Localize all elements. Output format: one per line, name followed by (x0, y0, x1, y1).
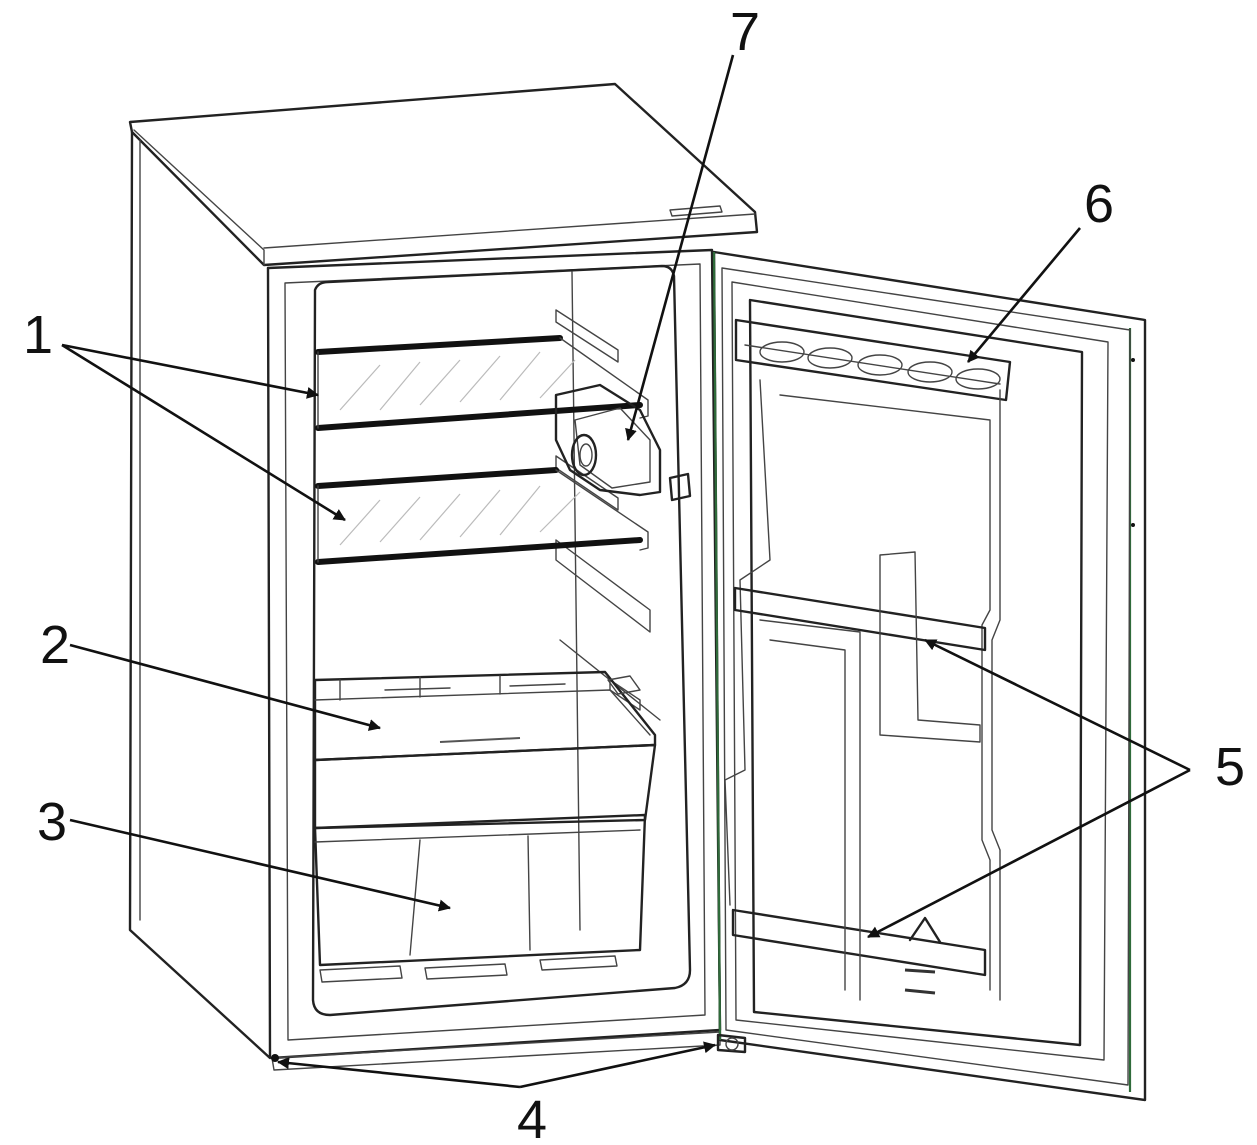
callout-arrows (61, 54, 1191, 1089)
callout-2: 2 (40, 615, 70, 675)
cabinet-front-frame (266, 248, 722, 1060)
door (712, 250, 1147, 1102)
cabinet-side (128, 130, 272, 1060)
inner-liner (311, 264, 692, 1017)
callout-5: 5 (1215, 737, 1245, 797)
shelf-rails (555, 309, 651, 711)
arrow-2-crisper-cover (69, 643, 381, 731)
crisper-cover (313, 670, 657, 762)
door-bar-upper (733, 586, 987, 652)
callout-3: 3 (37, 792, 67, 852)
arrow-7-thermostat (625, 54, 735, 441)
door-bar-lower (731, 908, 987, 977)
glass-shelf-upper (315, 335, 649, 431)
arrow-5-door-bar-upper (924, 638, 1191, 772)
thermostat-knob-housing (554, 383, 692, 502)
arrow-1-upper-shelf (61, 343, 319, 399)
callout-6: 6 (1084, 174, 1114, 234)
foot-left (271, 1054, 279, 1062)
callout-7: 7 (730, 2, 760, 62)
arrow-4-foot-left (277, 1057, 521, 1089)
arrow-6-egg-tray (967, 227, 1081, 363)
glass-shelf-lower (315, 467, 649, 565)
arrow-4-foot-right (519, 1041, 716, 1089)
cabinet (128, 82, 759, 1071)
callout-1: 1 (23, 305, 53, 365)
cabinet-top (128, 82, 759, 267)
crisper-bin (313, 743, 657, 983)
callout-4: 4 (517, 1090, 547, 1145)
arrow-3-crisper-bin (69, 818, 451, 912)
arrow-1-lower-shelf (61, 343, 346, 522)
egg-tray (734, 318, 1012, 402)
arrow-5-door-bar-lower (867, 768, 1191, 939)
